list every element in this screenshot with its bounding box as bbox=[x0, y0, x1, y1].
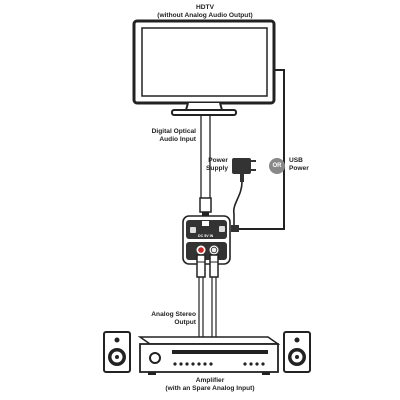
hdtv-label: HDTV (without Analog Audio Output) bbox=[157, 4, 253, 19]
usb-power-label: USB Power bbox=[289, 157, 309, 172]
optical-input-label: Digital Optical Audio Input bbox=[151, 128, 196, 143]
port-dc-label: DC bbox=[198, 234, 204, 238]
or-badge-text: OR bbox=[272, 163, 282, 169]
converter-box bbox=[182, 215, 231, 265]
amplifier-label: Amplifier (with an Spare Analog Input) bbox=[165, 377, 255, 392]
analog-output-label: Analog Stereo Output bbox=[151, 311, 196, 326]
port-5v-label: 5V bbox=[204, 234, 209, 238]
usb-cable bbox=[236, 69, 285, 230]
rca-plug-left bbox=[196, 254, 206, 278]
hdtv bbox=[132, 19, 276, 116]
port-in-label: IN bbox=[209, 234, 214, 238]
optical-plug bbox=[199, 197, 212, 218]
analog-cable-right bbox=[211, 277, 217, 337]
or-badge bbox=[269, 158, 285, 174]
converter-port-labels: DC 5V IN bbox=[198, 234, 232, 238]
optical-cable bbox=[200, 115, 211, 200]
speaker-right bbox=[283, 331, 311, 373]
power-supply-adapter bbox=[231, 158, 256, 232]
power-supply-label: Power Supply bbox=[206, 157, 228, 172]
speaker-left bbox=[103, 331, 131, 373]
rca-plug-right bbox=[209, 254, 219, 278]
amplifier bbox=[137, 336, 281, 375]
analog-cable-left bbox=[198, 277, 204, 337]
